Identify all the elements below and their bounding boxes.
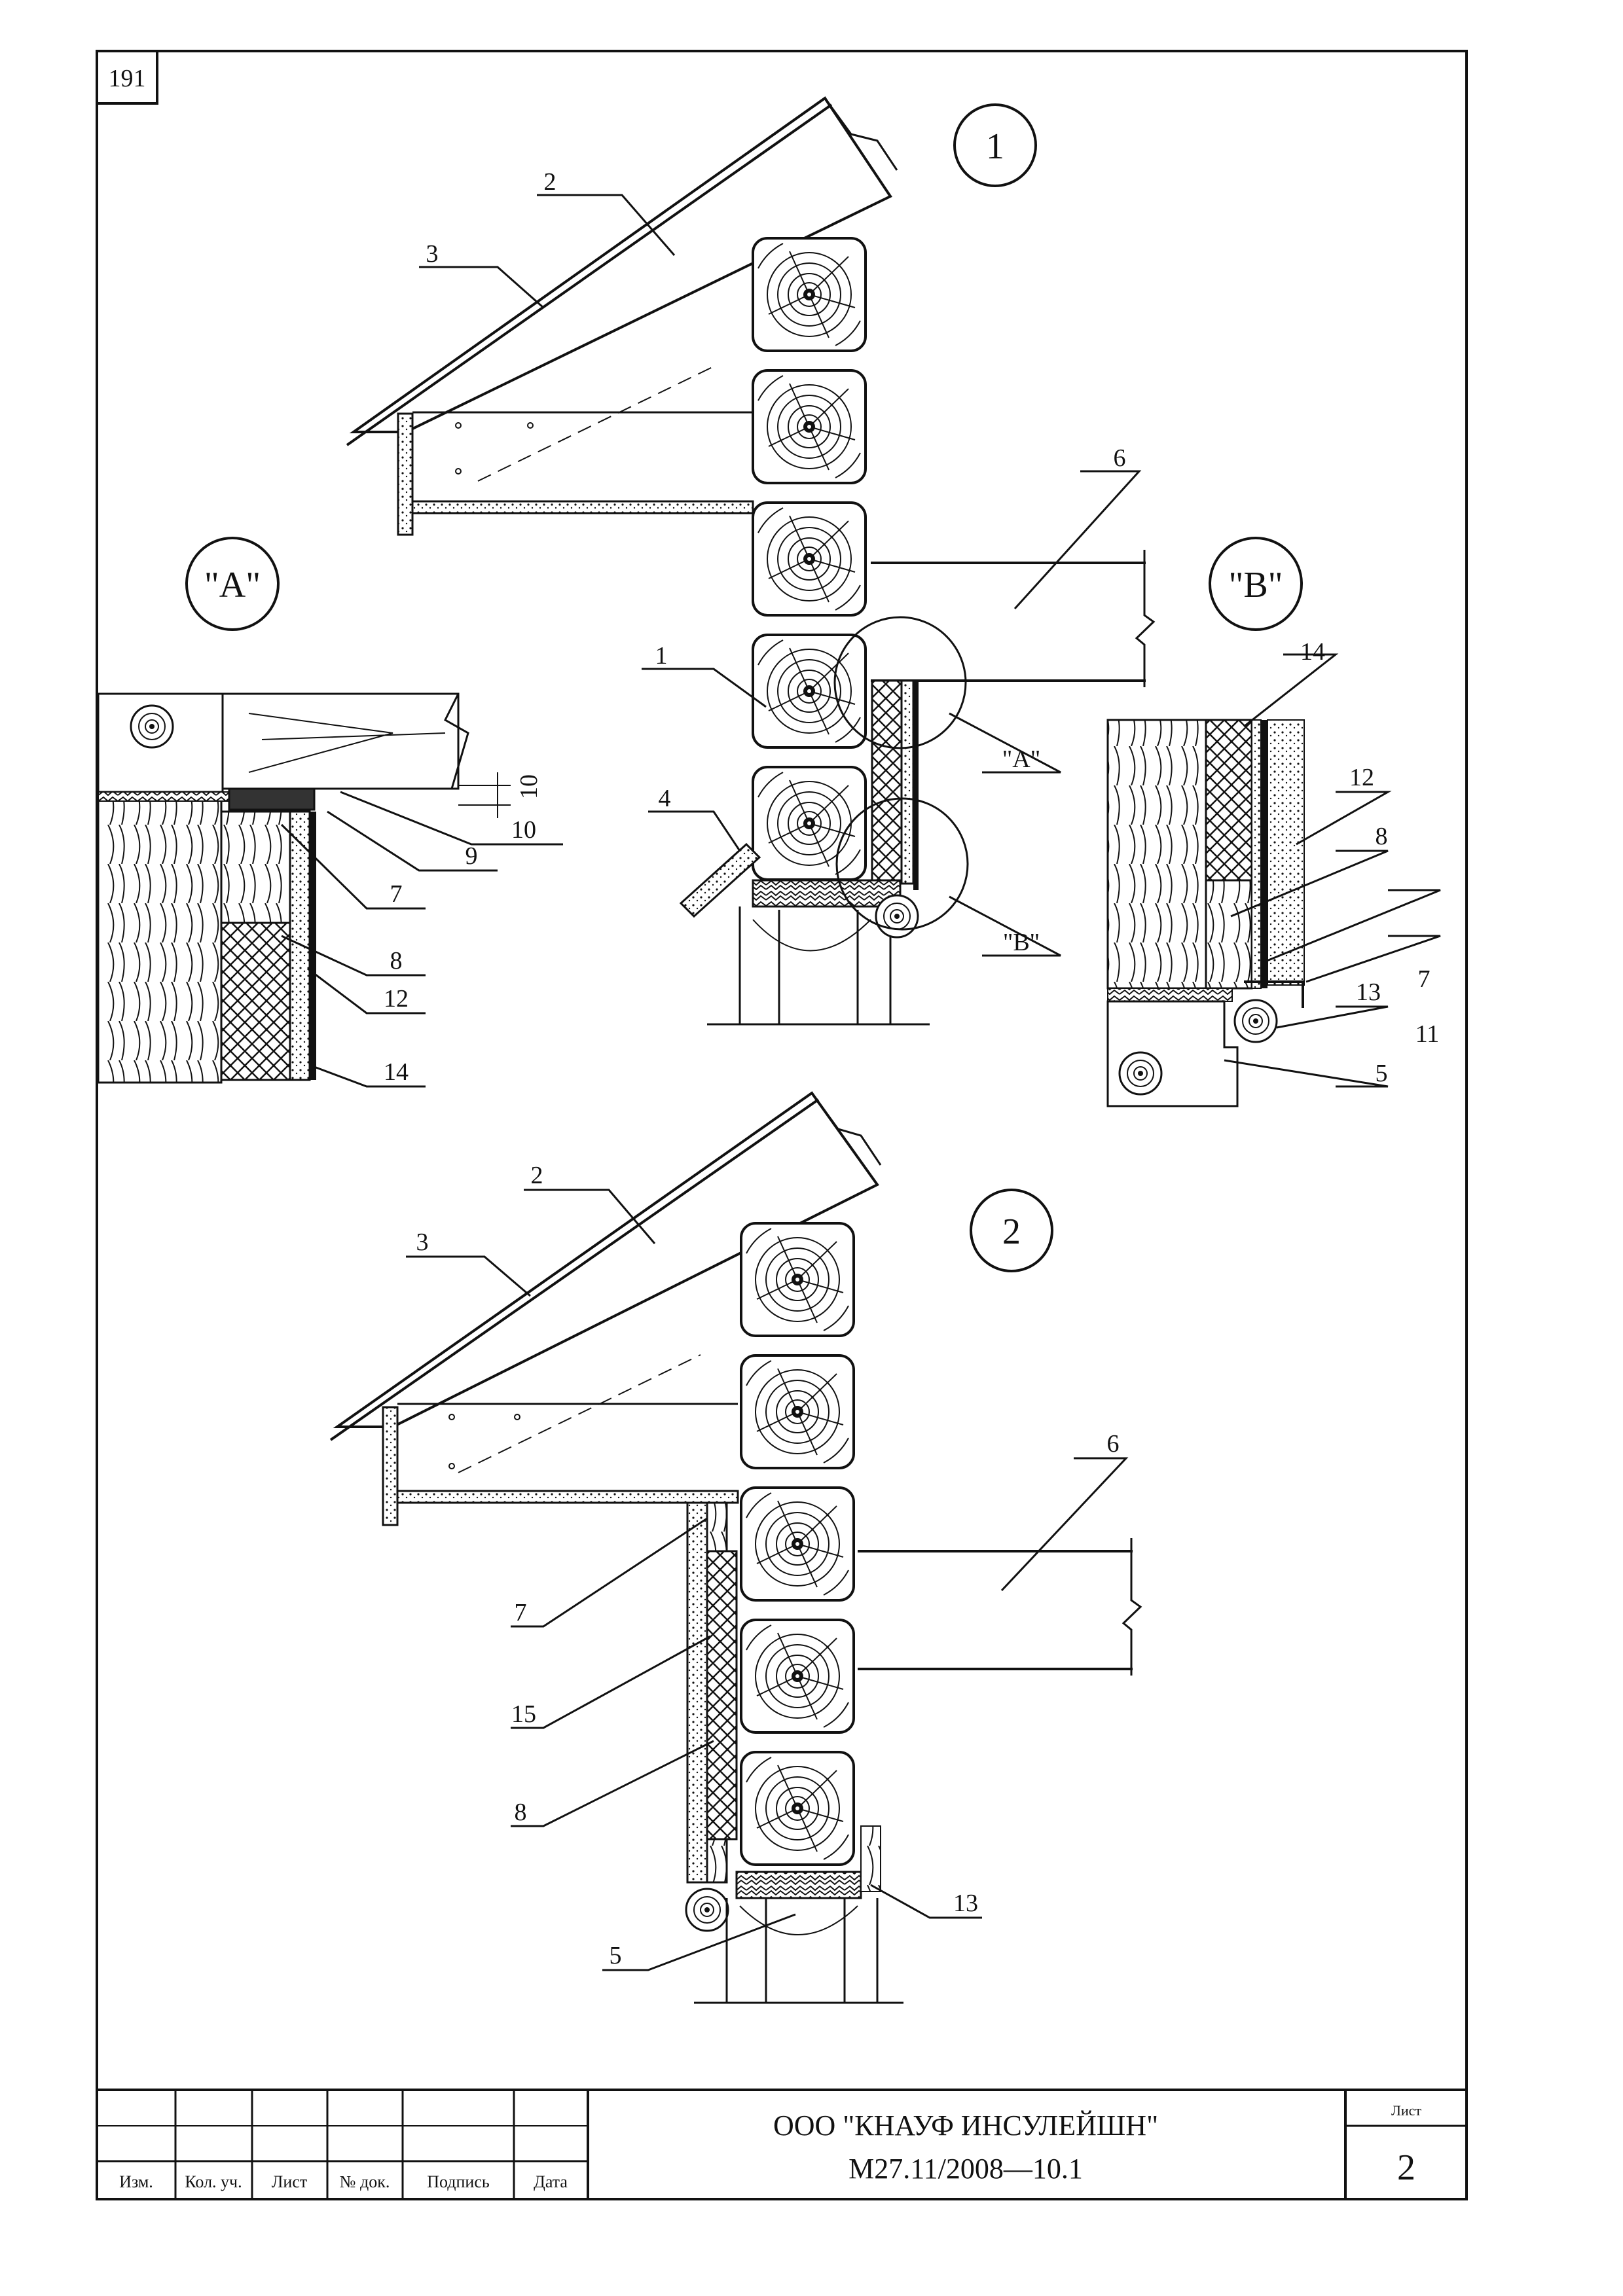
- tb-sheet-label: Лист: [1391, 2102, 1421, 2119]
- view-1-number: 1: [986, 126, 1004, 167]
- callout-2-6: 6: [1107, 1430, 1120, 1458]
- tb-header-list: Лист: [272, 2172, 307, 2191]
- tb-document-code: М27.11/2008—10.1: [848, 2153, 1083, 2185]
- tb-header-date: Дата: [534, 2172, 568, 2191]
- callout-2-15: 15: [511, 1700, 536, 1728]
- callout-1-B: "B": [1003, 929, 1040, 956]
- tb-sheet-value: 2: [1397, 2147, 1415, 2188]
- sheet-number-box: 191: [96, 50, 158, 105]
- callout-1-4: 4: [659, 785, 671, 812]
- detail-1: 1 2 3 6 1 4 "A" "B": [346, 96, 1156, 1026]
- callout-2-7: 7: [515, 1599, 527, 1626]
- callout-2-5: 5: [610, 1942, 622, 1969]
- callout-B-14: 14: [1300, 638, 1325, 666]
- sheet-number: 191: [109, 65, 146, 92]
- callout-B-12: 12: [1349, 764, 1374, 791]
- detail-A: "A" 10 10 9 7 8 12 14: [97, 537, 563, 1088]
- callout-1-2: 2: [544, 168, 556, 196]
- callout-A-10: 10: [511, 816, 536, 844]
- callout-B-5: 5: [1376, 1060, 1388, 1087]
- tb-organization: ООО "КНАУФ ИНСУЛЕЙШН": [773, 2109, 1158, 2142]
- title-block: Изм. Кол. уч. Лист № док. Подпись Дата О…: [96, 2089, 1468, 2200]
- view-2-number: 2: [1002, 1211, 1021, 1252]
- callout-B-11: 11: [1415, 1020, 1440, 1048]
- callout-A-9: 9: [465, 842, 478, 870]
- callout-1-3: 3: [426, 240, 439, 268]
- tb-header-signature: Подпись: [427, 2172, 490, 2191]
- callout-B-7: 7: [1418, 965, 1431, 993]
- view-B-label: "B": [1228, 565, 1283, 605]
- callout-A-7: 7: [390, 880, 403, 908]
- callout-2-2: 2: [531, 1162, 543, 1189]
- view-A-label: "A": [204, 565, 261, 605]
- callout-1-1: 1: [655, 642, 668, 670]
- callout-1-A: "A": [1002, 745, 1040, 773]
- detail-2: 2 2 3 6 7 15 8 13 5: [329, 1091, 1142, 2004]
- callout-B-8: 8: [1376, 823, 1388, 850]
- dim-A-10: 10: [515, 774, 543, 799]
- callout-A-12: 12: [384, 985, 409, 1013]
- tb-header-doc-no: № док.: [340, 2172, 390, 2191]
- tb-header-kol-uch: Кол. уч.: [185, 2172, 242, 2191]
- callout-B-13: 13: [1356, 978, 1381, 1006]
- callout-2-8: 8: [515, 1799, 527, 1826]
- detail-B: "B" 14 12 8 7 13 11 5: [1106, 537, 1441, 1107]
- callout-A-14: 14: [384, 1058, 409, 1086]
- callout-2-3: 3: [416, 1229, 429, 1256]
- callout-2-13: 13: [953, 1890, 978, 1917]
- callout-A-8: 8: [390, 947, 403, 975]
- tb-header-izm: Изм.: [119, 2172, 153, 2191]
- callout-1-6: 6: [1114, 444, 1126, 472]
